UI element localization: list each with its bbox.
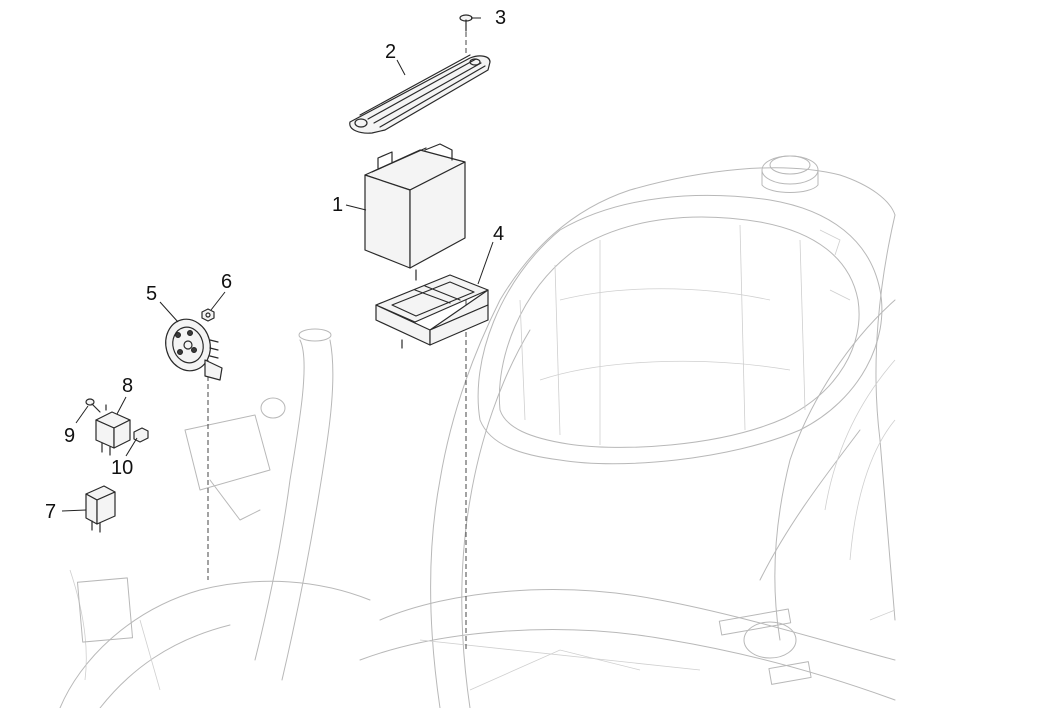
part-8-relay <box>95 404 131 456</box>
part-7-flasher-relay <box>85 485 116 533</box>
callout-9: 9 <box>64 425 75 447</box>
callout-7: 7 <box>45 501 56 523</box>
part-1-battery <box>364 143 466 269</box>
callout-10: 10 <box>111 457 133 479</box>
part-3-screw <box>459 14 473 32</box>
callout-2: 2 <box>385 41 396 63</box>
callout-1: 1 <box>332 194 343 216</box>
part-2-battery-strap <box>349 54 491 134</box>
part-5-horn <box>165 318 223 381</box>
callout-6: 6 <box>221 271 232 293</box>
leader-lines <box>61 17 494 512</box>
scooter-body-outline <box>59 155 896 708</box>
part-9-screw <box>85 398 101 413</box>
part-10-connector <box>133 427 149 443</box>
callout-3: 3 <box>495 7 506 29</box>
part-6-nut <box>201 308 215 322</box>
callout-5: 5 <box>146 283 157 305</box>
callout-labels: 3 2 1 4 5 6 8 9 10 7 <box>45 7 506 523</box>
callout-4: 4 <box>493 223 504 245</box>
callout-8: 8 <box>122 375 133 397</box>
part-4-battery-tray <box>375 269 489 349</box>
assembly-lines <box>207 32 467 650</box>
